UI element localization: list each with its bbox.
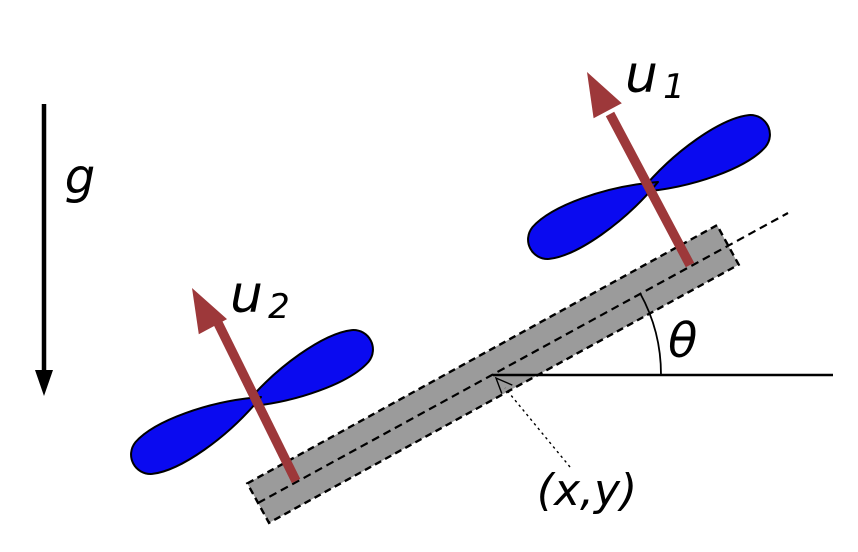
position-pointer-arrowhead	[494, 376, 513, 394]
position-label: (x,y)	[537, 465, 637, 516]
thrust2-label-sub: 2	[268, 287, 290, 327]
thrust2-arrow-head	[192, 288, 227, 335]
thrust2-label-base: u	[230, 265, 263, 325]
thrust2-label: u 2	[230, 265, 290, 327]
theta-label: θ	[668, 313, 697, 369]
thrust1-label-sub: 1	[663, 67, 685, 107]
body-axis-dashed-line	[257, 212, 789, 504]
rotor-left-blade-inner	[130, 396, 262, 475]
rotor-left	[130, 288, 374, 484]
position-pointer-line	[504, 387, 571, 468]
thrust1-label: u 1	[625, 45, 685, 107]
theta-angle-arc	[639, 292, 662, 376]
gravity-label: g	[65, 149, 95, 205]
rotor-right	[527, 72, 771, 268]
thrust1-arrow-shaft	[605, 111, 695, 268]
rotor-left-blade-outer	[242, 329, 374, 408]
thrust2-arrow-shaft	[211, 316, 301, 484]
thrust1-arrow-head	[587, 72, 622, 119]
gravity-arrow-head	[35, 370, 53, 396]
position-pointer	[494, 376, 571, 468]
rotor-right-blade-inner	[527, 181, 659, 260]
rotor-right-blade-outer	[639, 114, 771, 193]
thrust1-label-base: u	[625, 45, 658, 105]
gravity-vector	[35, 104, 53, 396]
